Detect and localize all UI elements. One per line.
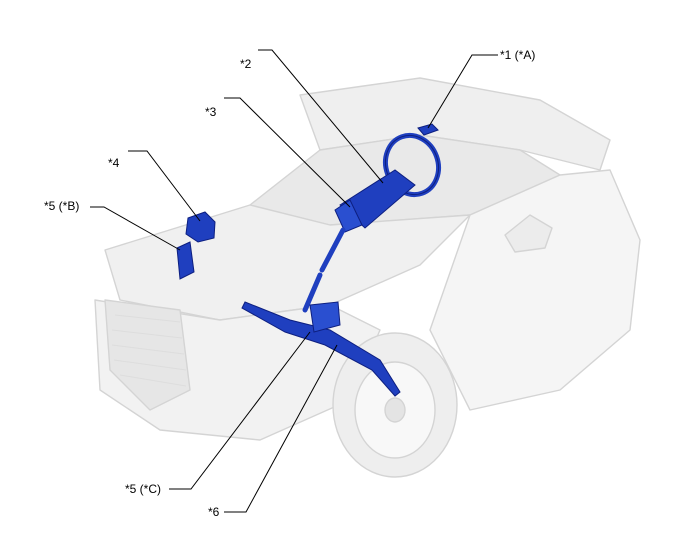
callout-6: *6 [208, 505, 220, 519]
vehicle-outline [94, 77, 641, 478]
callout-2: *2 [240, 57, 252, 71]
component-1-module [417, 123, 439, 136]
callout-5b: *5 (*B) [44, 199, 80, 213]
component-2-steering-wheel [383, 132, 441, 198]
callout-3: *3 [205, 105, 217, 119]
component-6-steering-rack [241, 301, 401, 397]
component-3-steering-column [334, 169, 416, 233]
callout-5c: *5 (*C) [125, 482, 162, 496]
grille-lines [111, 314, 187, 387]
intermediate-shaft [302, 227, 346, 313]
leader-lines [90, 49, 498, 513]
component-4-sensor [185, 211, 216, 243]
callout-4: *4 [108, 156, 120, 170]
callout-1: *1 (*A) [500, 48, 536, 62]
component-5-ecu-b [176, 241, 195, 280]
